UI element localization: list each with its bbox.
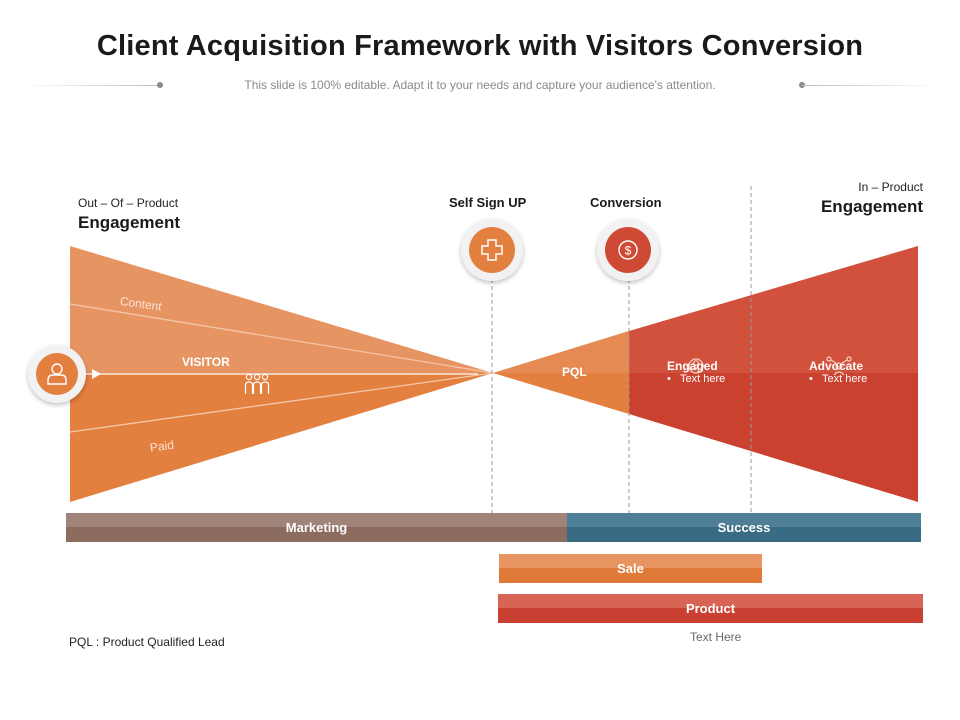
paid-divider-line	[69, 372, 494, 433]
marketing-bar-label: Marketing	[285, 520, 348, 535]
advocate-title: Advocate	[809, 359, 864, 373]
red-section-top	[629, 246, 918, 373]
plus-icon	[481, 239, 503, 261]
advocate-bullet: • Text here	[809, 373, 868, 385]
pql-label: PQL	[562, 365, 587, 379]
engaged-bullet-text: Text here	[680, 373, 726, 385]
pql-footnote: PQL : Product Qualified Lead	[69, 635, 225, 649]
success-bar: Success	[567, 513, 921, 542]
stage-conversion-label: Conversion	[590, 195, 662, 210]
success-bar-label: Success	[717, 520, 771, 535]
product-bar-label: Product	[685, 601, 736, 616]
people-group-icon	[244, 373, 270, 394]
user-icon	[47, 363, 67, 385]
subtitle-left-dot	[157, 82, 163, 88]
visitor-label: VISITOR	[182, 355, 230, 369]
user-network-icon	[686, 358, 706, 374]
visitor-circle	[28, 345, 86, 403]
left-engagement-small: Out – Of – Product	[78, 196, 179, 210]
advocate-bullet-text: Text here	[822, 373, 868, 385]
page-title: Client Acquisition Framework with Visito…	[96, 30, 864, 62]
dollar-coin-icon: $	[618, 240, 638, 260]
pql-section-highlight	[493, 331, 629, 373]
right-engagement-title: Engagement	[820, 197, 923, 216]
red-section-bottom	[629, 373, 918, 502]
right-engagement-small: In – Product	[858, 180, 923, 194]
marketing-bar: Marketing	[66, 513, 567, 542]
left-funnel-bottom	[70, 373, 493, 502]
page-subtitle: This slide is 100% editable. Adapt it to…	[244, 78, 716, 92]
conversion-circle: $	[597, 219, 659, 281]
product-bar: Product	[498, 594, 923, 623]
content-divider-line	[69, 303, 494, 374]
sale-bar: Sale	[499, 554, 762, 583]
visitor-arrow-head	[92, 369, 101, 379]
left-funnel-top	[70, 246, 493, 373]
self-sign-up-circle	[461, 219, 523, 281]
subtitle-left-divider	[20, 85, 160, 86]
left-engagement-title: Engagement	[78, 213, 181, 232]
svg-text:$: $	[625, 244, 632, 258]
engaged-bullet: • Text here	[667, 373, 726, 385]
engaged-title: Engaged	[667, 359, 718, 373]
product-caption: Text Here	[690, 630, 742, 644]
user-share-icon	[826, 356, 852, 376]
stage-self-sign-up-label: Self Sign UP	[449, 195, 527, 210]
subtitle-right-divider	[802, 85, 942, 86]
sale-bar-label: Sale	[617, 561, 644, 576]
